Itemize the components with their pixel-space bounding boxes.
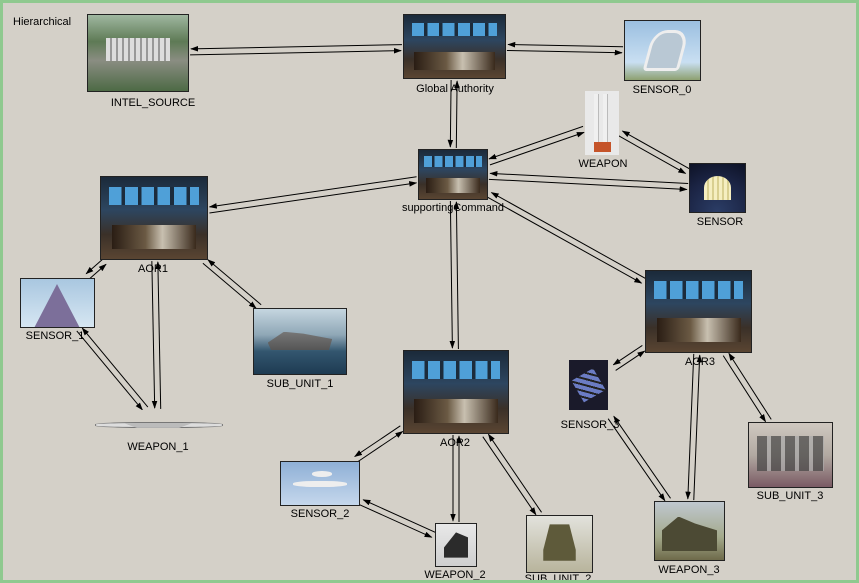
node-weapon-1[interactable]: WEAPON_1 — [88, 410, 228, 453]
node-weapon[interactable]: WEAPON — [579, 91, 627, 170]
node-label: WEAPON — [578, 158, 628, 170]
node-label: SENSOR_3 — [560, 419, 620, 431]
edge-aor2-to-supporting-command[interactable] — [453, 201, 460, 349]
node-weapon-2[interactable]: WEAPON_2 — [424, 523, 486, 580]
radar-dome-icon — [689, 163, 746, 213]
edge-sensor-3-to-weapon-3[interactable] — [607, 418, 666, 502]
node-label: SENSOR_0 — [632, 84, 692, 96]
command-center-icon — [100, 176, 208, 260]
edge-global-authority-to-sensor-0[interactable] — [506, 49, 623, 56]
missile-launcher-icon — [435, 523, 477, 567]
node-label: AOR2 — [440, 437, 470, 449]
edge-weapon-2-to-sensor-2[interactable] — [362, 499, 436, 533]
edge-aor3-to-supporting-command[interactable] — [490, 192, 646, 279]
node-sensor-1[interactable]: SENSOR_1 — [20, 278, 95, 342]
command-center-icon — [403, 350, 509, 434]
edge-global-authority-to-supporting-command[interactable] — [447, 79, 454, 148]
node-sensor-3[interactable]: SENSOR_3 — [561, 354, 619, 431]
edge-aor3-to-sub-unit-3[interactable] — [722, 355, 766, 423]
node-aor1[interactable]: AOR1 — [100, 176, 208, 275]
edge-weapon-to-supporting-command[interactable] — [488, 125, 584, 160]
edge-supporting-command-to-global-authority[interactable] — [454, 80, 460, 149]
edge-sensor-2-to-aor2[interactable] — [356, 431, 404, 463]
node-label: supportingCommand — [401, 202, 505, 214]
warship-icon — [253, 308, 347, 375]
node-sub-unit-2[interactable]: SUB_UNIT_2 — [525, 515, 593, 580]
edge-aor1-to-sub-unit-1[interactable] — [202, 262, 257, 309]
launcher-truck-icon — [654, 501, 725, 561]
edge-sensor-2-to-weapon-2[interactable] — [359, 504, 433, 538]
operations-room-icon — [748, 422, 833, 488]
edge-weapon-3-to-sensor-3[interactable] — [613, 415, 671, 499]
edge-sensor-3-to-aor3[interactable] — [615, 350, 646, 371]
node-label: Global Authority — [416, 83, 494, 95]
edge-sensor-to-supporting-command[interactable] — [489, 170, 689, 184]
command-center-icon — [645, 270, 752, 353]
node-aor3[interactable]: AOR3 — [645, 270, 752, 368]
edge-aor1-to-sensor-1[interactable] — [85, 258, 104, 275]
node-label: WEAPON_1 — [127, 441, 189, 453]
edge-sensor-0-to-global-authority[interactable] — [507, 41, 624, 48]
edge-weapon-1-to-aor1[interactable] — [155, 261, 162, 409]
edge-supporting-command-to-aor1[interactable] — [208, 176, 417, 209]
node-sub-unit-3[interactable]: SUB_UNIT_3 — [748, 422, 833, 502]
edge-aor1-to-supporting-command[interactable] — [209, 181, 418, 214]
edge-sub-unit-3-to-aor3[interactable] — [728, 352, 772, 420]
edge-supporting-command-to-aor2[interactable] — [449, 201, 456, 349]
rocket-launch-icon — [585, 91, 619, 155]
node-sensor[interactable]: SENSOR — [689, 163, 746, 228]
edge-aor3-to-sensor-3[interactable] — [612, 345, 643, 366]
node-label: SENSOR_2 — [290, 508, 350, 520]
command-center-icon — [403, 14, 506, 79]
node-label: SUB_UNIT_1 — [266, 378, 334, 390]
node-intel-source[interactable]: INTEL_SOURCE — [87, 14, 195, 109]
node-sensor-0[interactable]: SENSOR_0 — [624, 20, 701, 96]
node-weapon-3[interactable]: WEAPON_3 — [654, 501, 725, 576]
edge-aor1-to-weapon-1[interactable] — [151, 261, 158, 409]
node-label: SENSOR_1 — [25, 330, 85, 342]
edge-sub-unit-2-to-aor2[interactable] — [487, 433, 542, 513]
awacs-aircraft-icon — [280, 461, 360, 506]
radar-vehicle-icon — [526, 515, 593, 573]
edge-weapon-3-to-aor3[interactable] — [693, 354, 703, 501]
edge-sensor-1-to-weapon-1[interactable] — [76, 330, 143, 411]
node-label: WEAPON_3 — [658, 564, 720, 576]
node-sensor-2[interactable]: SENSOR_2 — [280, 461, 360, 520]
edge-sub-unit-1-to-aor1[interactable] — [207, 259, 262, 306]
node-label: SENSOR — [696, 216, 744, 228]
node-label: SUB_UNIT_2 — [524, 573, 592, 583]
edge-supporting-command-to-weapon[interactable] — [489, 131, 585, 166]
pyramid-radar-icon — [20, 278, 95, 328]
aircraft-icon — [88, 410, 228, 438]
view-mode-label: Hierarchical — [13, 16, 72, 28]
edge-intel-source-to-global-authority[interactable] — [190, 47, 402, 56]
node-label: AOR1 — [138, 263, 168, 275]
edge-sensor-1-to-aor1[interactable] — [88, 263, 107, 280]
node-global-authority[interactable]: Global Authority — [403, 14, 506, 95]
edge-layer — [76, 41, 772, 538]
radar-station-icon — [624, 20, 701, 81]
edge-aor2-to-sub-unit-2[interactable] — [482, 436, 537, 516]
node-label: INTEL_SOURCE — [110, 97, 196, 109]
satellite-icon — [564, 354, 613, 416]
node-label: AOR3 — [685, 356, 715, 368]
headquarters-building-icon — [87, 14, 189, 92]
edge-weapon-1-to-sensor-1[interactable] — [81, 327, 149, 408]
edge-sensor-to-weapon[interactable] — [621, 130, 690, 170]
node-label: SUB_UNIT_3 — [756, 490, 824, 502]
node-aor2[interactable]: AOR2 — [403, 350, 509, 449]
node-sub-unit-1[interactable]: SUB_UNIT_1 — [253, 308, 347, 390]
edge-aor3-to-weapon-3[interactable] — [685, 353, 695, 500]
edge-supporting-command-to-sensor[interactable] — [488, 178, 688, 192]
node-label: WEAPON_2 — [424, 569, 486, 581]
edge-supporting-command-to-aor3[interactable] — [487, 196, 643, 284]
command-center-icon — [418, 149, 488, 200]
edge-global-authority-to-intel-source[interactable] — [190, 44, 402, 52]
node-supporting-command[interactable]: supportingCommand — [402, 149, 504, 214]
edge-aor2-to-sensor-2[interactable] — [354, 425, 401, 457]
edge-weapon-to-sensor[interactable] — [618, 135, 687, 174]
